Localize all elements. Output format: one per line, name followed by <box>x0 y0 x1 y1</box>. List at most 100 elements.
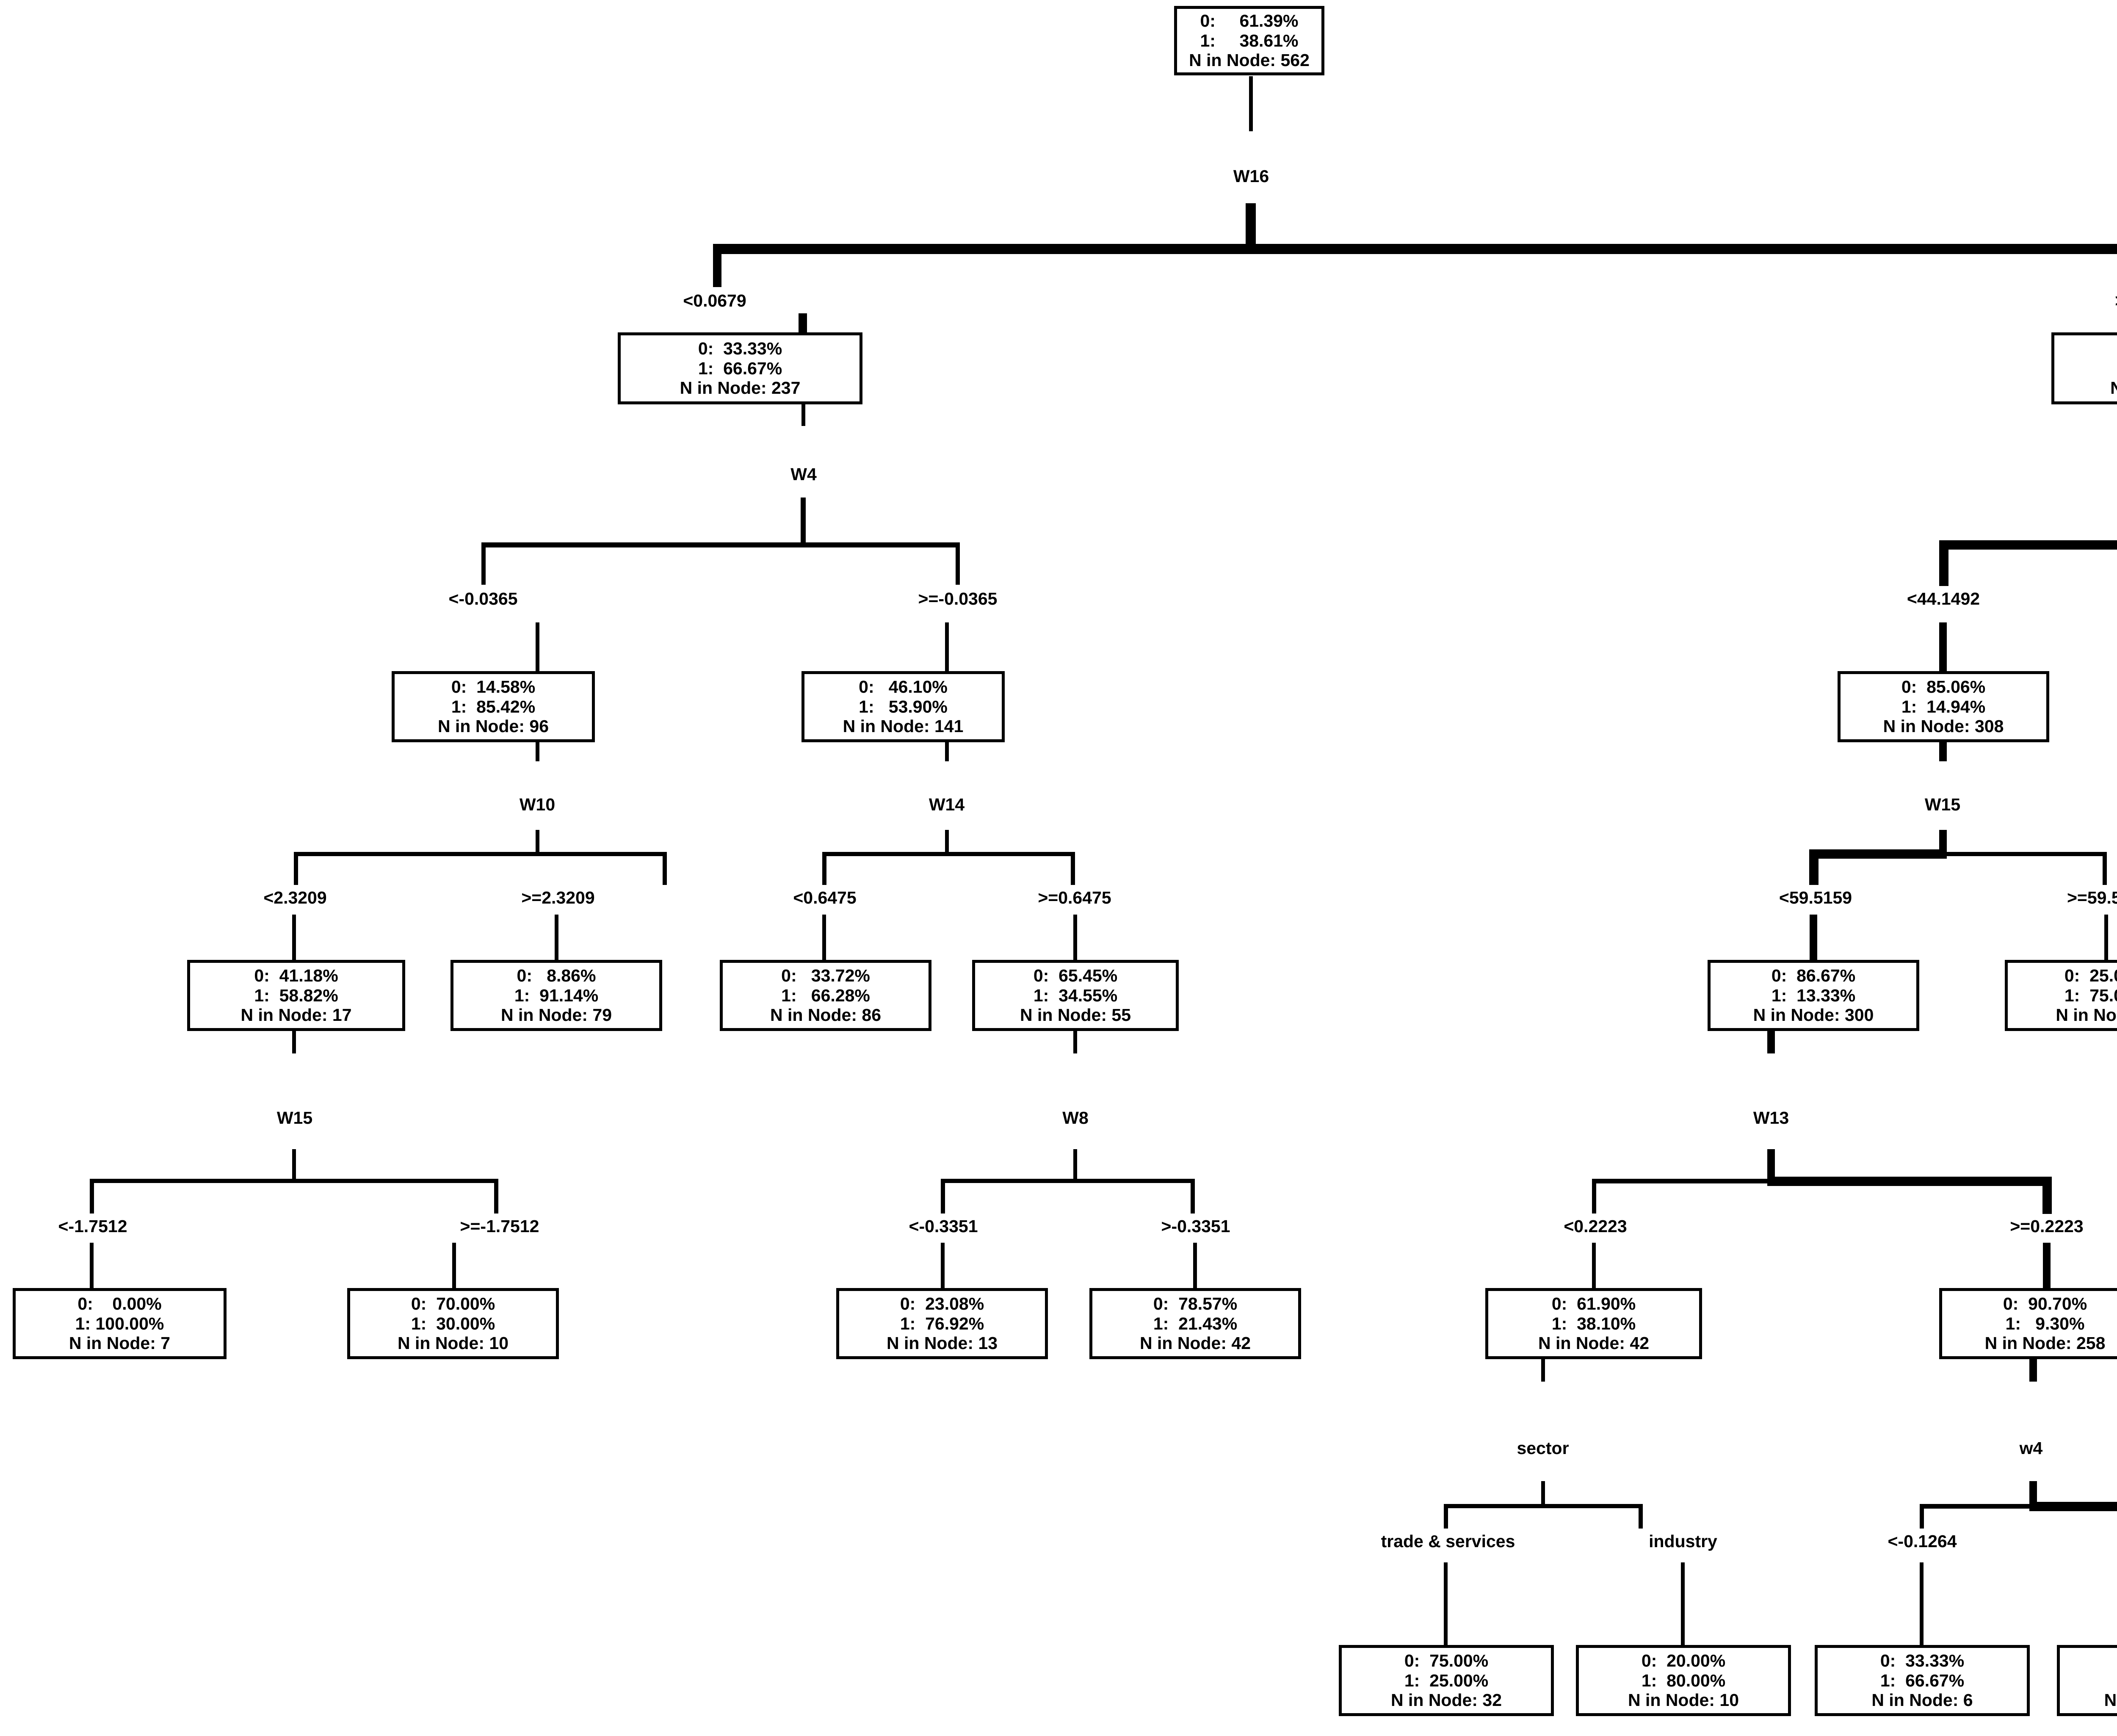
tree-node-9[interactable]: 0: 8.86% 1: 91.14% N in Node: 79 <box>450 960 662 1031</box>
node-class0-label: 0: <box>1771 965 1787 985</box>
node-n-label: N in Node: <box>1020 1005 1107 1025</box>
tree-node-21[interactable]: 0: 20.00% 1: 80.00% N in Node: 10 <box>1576 1645 1791 1716</box>
edge-n11-crossbar <box>941 1179 1195 1183</box>
edge-label-gte--1.7512: >=-1.7512 <box>460 1216 539 1236</box>
node-n-label: N in Node: <box>2110 378 2117 398</box>
edge-n12-crossbar-right <box>1767 1177 2052 1186</box>
edge-n11-drop <box>1073 1149 1077 1181</box>
tree-node-4[interactable]: 0: 14.58% 1: 85.42% N in Node: 96 <box>392 671 595 742</box>
tree-node-5[interactable]: 0: 46.10% 1: 53.90% N in Node: 141 <box>801 671 1005 742</box>
edge-to-n12 <box>1810 915 1817 960</box>
node-n-label: N in Node: <box>240 1005 328 1025</box>
tree-node-22[interactable]: 0: 33.33% 1: 66.67% N in Node: 6 <box>1815 1645 2030 1716</box>
edge-label-lt--0.1264: <-0.1264 <box>1888 1531 1957 1551</box>
node-n-label: N in Node: <box>2056 1005 2117 1025</box>
edge-n4-right-drop <box>663 852 667 885</box>
node-n-value: 32 <box>1482 1690 1502 1710</box>
edge-n4-drop <box>536 830 539 854</box>
tree-node-18[interactable]: 0: 61.90% 1: 38.10% N in Node: 42 <box>1485 1288 1702 1359</box>
edge-n18-right-drop <box>1639 1504 1643 1529</box>
edge-n12-right-drop <box>2042 1177 2052 1214</box>
edge-to-n14 <box>90 1243 94 1288</box>
node-n-label: N in Node: <box>501 1005 588 1025</box>
split-var-w4-lower: w4 <box>2019 1438 2043 1458</box>
node-class1-value: 58.82% <box>279 985 338 1005</box>
node-class0-value: 25.00% <box>2089 965 2117 985</box>
edge-n5-left-drop <box>822 852 826 885</box>
node-n-label: N in Node: <box>69 1333 156 1353</box>
edge-to-n6 <box>1939 622 1947 672</box>
tree-node-17[interactable]: 0: 78.57% 1: 21.43% N in Node: 42 <box>1089 1288 1301 1359</box>
node-class0-label: 0: <box>1200 11 1216 30</box>
edge-to-n10 <box>822 915 826 960</box>
node-class1-value: 21.43% <box>1178 1313 1238 1333</box>
node-class0-label: 0: <box>2064 965 2080 985</box>
tree-node-root[interactable]: 0:61.39% 1:38.61% N in Node: 562 <box>1174 6 1324 75</box>
tree-node-2[interactable]: 0: 33.33% 1: 66.67% N in Node: 237 <box>618 332 862 404</box>
node-class1-value: 91.14% <box>539 985 599 1005</box>
tree-node-20[interactable]: 0: 75.00% 1: 25.00% N in Node: 32 <box>1339 1645 1554 1716</box>
edge-to-n22 <box>1920 1562 1924 1645</box>
edge-label-lt-0.0679: <0.0679 <box>683 291 746 310</box>
node-class0-value: 61.90% <box>1577 1294 1636 1313</box>
node-n-label: N in Node: <box>680 378 767 398</box>
edge-to-n17 <box>1193 1243 1197 1288</box>
tree-node-15[interactable]: 0: 70.00% 1: 30.00% N in Node: 10 <box>347 1288 559 1359</box>
tree-node-12[interactable]: 0: 86.67% 1: 13.33% N in Node: 300 <box>1708 960 1919 1031</box>
node-class1-label: 1: <box>698 358 714 378</box>
tree-node-10[interactable]: 0: 33.72% 1: 66.28% N in Node: 86 <box>720 960 931 1031</box>
edge-label-gte-2.3209: >=2.3209 <box>521 888 595 907</box>
edge-n8-left-drop <box>90 1179 94 1214</box>
node-n-label: N in Node: <box>2104 1690 2117 1710</box>
edge-label-gt--0.3351: >-0.3351 <box>1161 1216 1230 1236</box>
edge-to-n2 <box>799 313 807 334</box>
edge-n19-crossbar-right <box>2029 1502 2117 1511</box>
edge-label-gte-59.5159: >=59.5159 <box>2067 888 2117 907</box>
node-class1-value: 30.00% <box>436 1313 495 1333</box>
node-class1-label: 1: <box>2064 985 2080 1005</box>
node-class1-label: 1: <box>451 697 467 716</box>
edge-n12-crossbar-left <box>1592 1179 1767 1183</box>
edge-label-trade-and-services: trade & services <box>1381 1531 1515 1551</box>
tree-node-14[interactable]: 0: 0.00% 1: 100.00% N in Node: 7 <box>13 1288 227 1359</box>
node-n-value: 10 <box>489 1333 509 1353</box>
node-n-label: N in Node: <box>843 716 930 736</box>
tree-node-6[interactable]: 0: 85.06% 1: 14.94% N in Node: 308 <box>1838 671 2049 742</box>
tree-node-16[interactable]: 0: 23.08% 1: 76.92% N in Node: 13 <box>836 1288 1048 1359</box>
edge-n19-drop <box>2029 1481 2037 1507</box>
node-class1-label: 1: <box>1771 985 1787 1005</box>
tree-node-8[interactable]: 0: 41.18% 1: 58.82% N in Node: 17 <box>187 960 405 1031</box>
edge-label-lt-0.6475: <0.6475 <box>793 888 857 907</box>
node-class1-label: 1: <box>900 1313 916 1333</box>
tree-node-13[interactable]: 0: 25.00% 1: 75.00% N in Node: 8 <box>2005 960 2117 1031</box>
node-class1-label: 1: <box>1880 1670 1896 1690</box>
edge-to-n18 <box>1592 1243 1596 1288</box>
node-class1-value: 13.33% <box>1796 985 1856 1005</box>
edge-n12-left-drop <box>1592 1179 1596 1214</box>
split-var-sector: sector <box>1517 1438 1569 1458</box>
split-var-w13: W13 <box>1753 1108 1789 1128</box>
edge-to-n21 <box>1681 1562 1685 1645</box>
node-n-label: N in Node: <box>1538 1333 1625 1353</box>
tree-node-19[interactable]: 0: 90.70% 1: 9.30% N in Node: 258 <box>1939 1288 2117 1359</box>
tree-node-23[interactable]: 0: 92.06% 1: 7.94% N in Node: 252 <box>2057 1645 2117 1716</box>
node-class0-label: 0: <box>77 1294 93 1313</box>
node-class1-label: 1: <box>859 697 874 716</box>
node-n-label: N in Node: <box>887 1333 973 1353</box>
node-class1-value: 80.00% <box>1667 1670 1726 1690</box>
edge-label-lt-0.2223: <0.2223 <box>1564 1216 1627 1236</box>
tree-node-3[interactable]: 0: 81.85% 1: 18.15% N in Node: 325 <box>2051 332 2117 404</box>
edge-to-n15 <box>452 1243 456 1288</box>
edge-n6-crossbar-right <box>1947 852 2107 856</box>
node-n-value: 237 <box>771 378 801 398</box>
edge-n19-left-drop <box>1920 1504 1924 1529</box>
node-class0-label: 0: <box>1551 1294 1567 1313</box>
edge-to-n13 <box>2104 915 2108 960</box>
edge-label-gte-0.6475: >=0.6475 <box>1038 888 1111 907</box>
edge-label-lt--0.3351: <-0.3351 <box>909 1216 978 1236</box>
node-class0-label: 0: <box>1404 1650 1420 1670</box>
node-n-value: 42 <box>1231 1333 1251 1353</box>
tree-node-11[interactable]: 0: 65.45% 1: 34.55% N in Node: 55 <box>972 960 1179 1031</box>
edge-n11-right-drop <box>1191 1179 1195 1214</box>
